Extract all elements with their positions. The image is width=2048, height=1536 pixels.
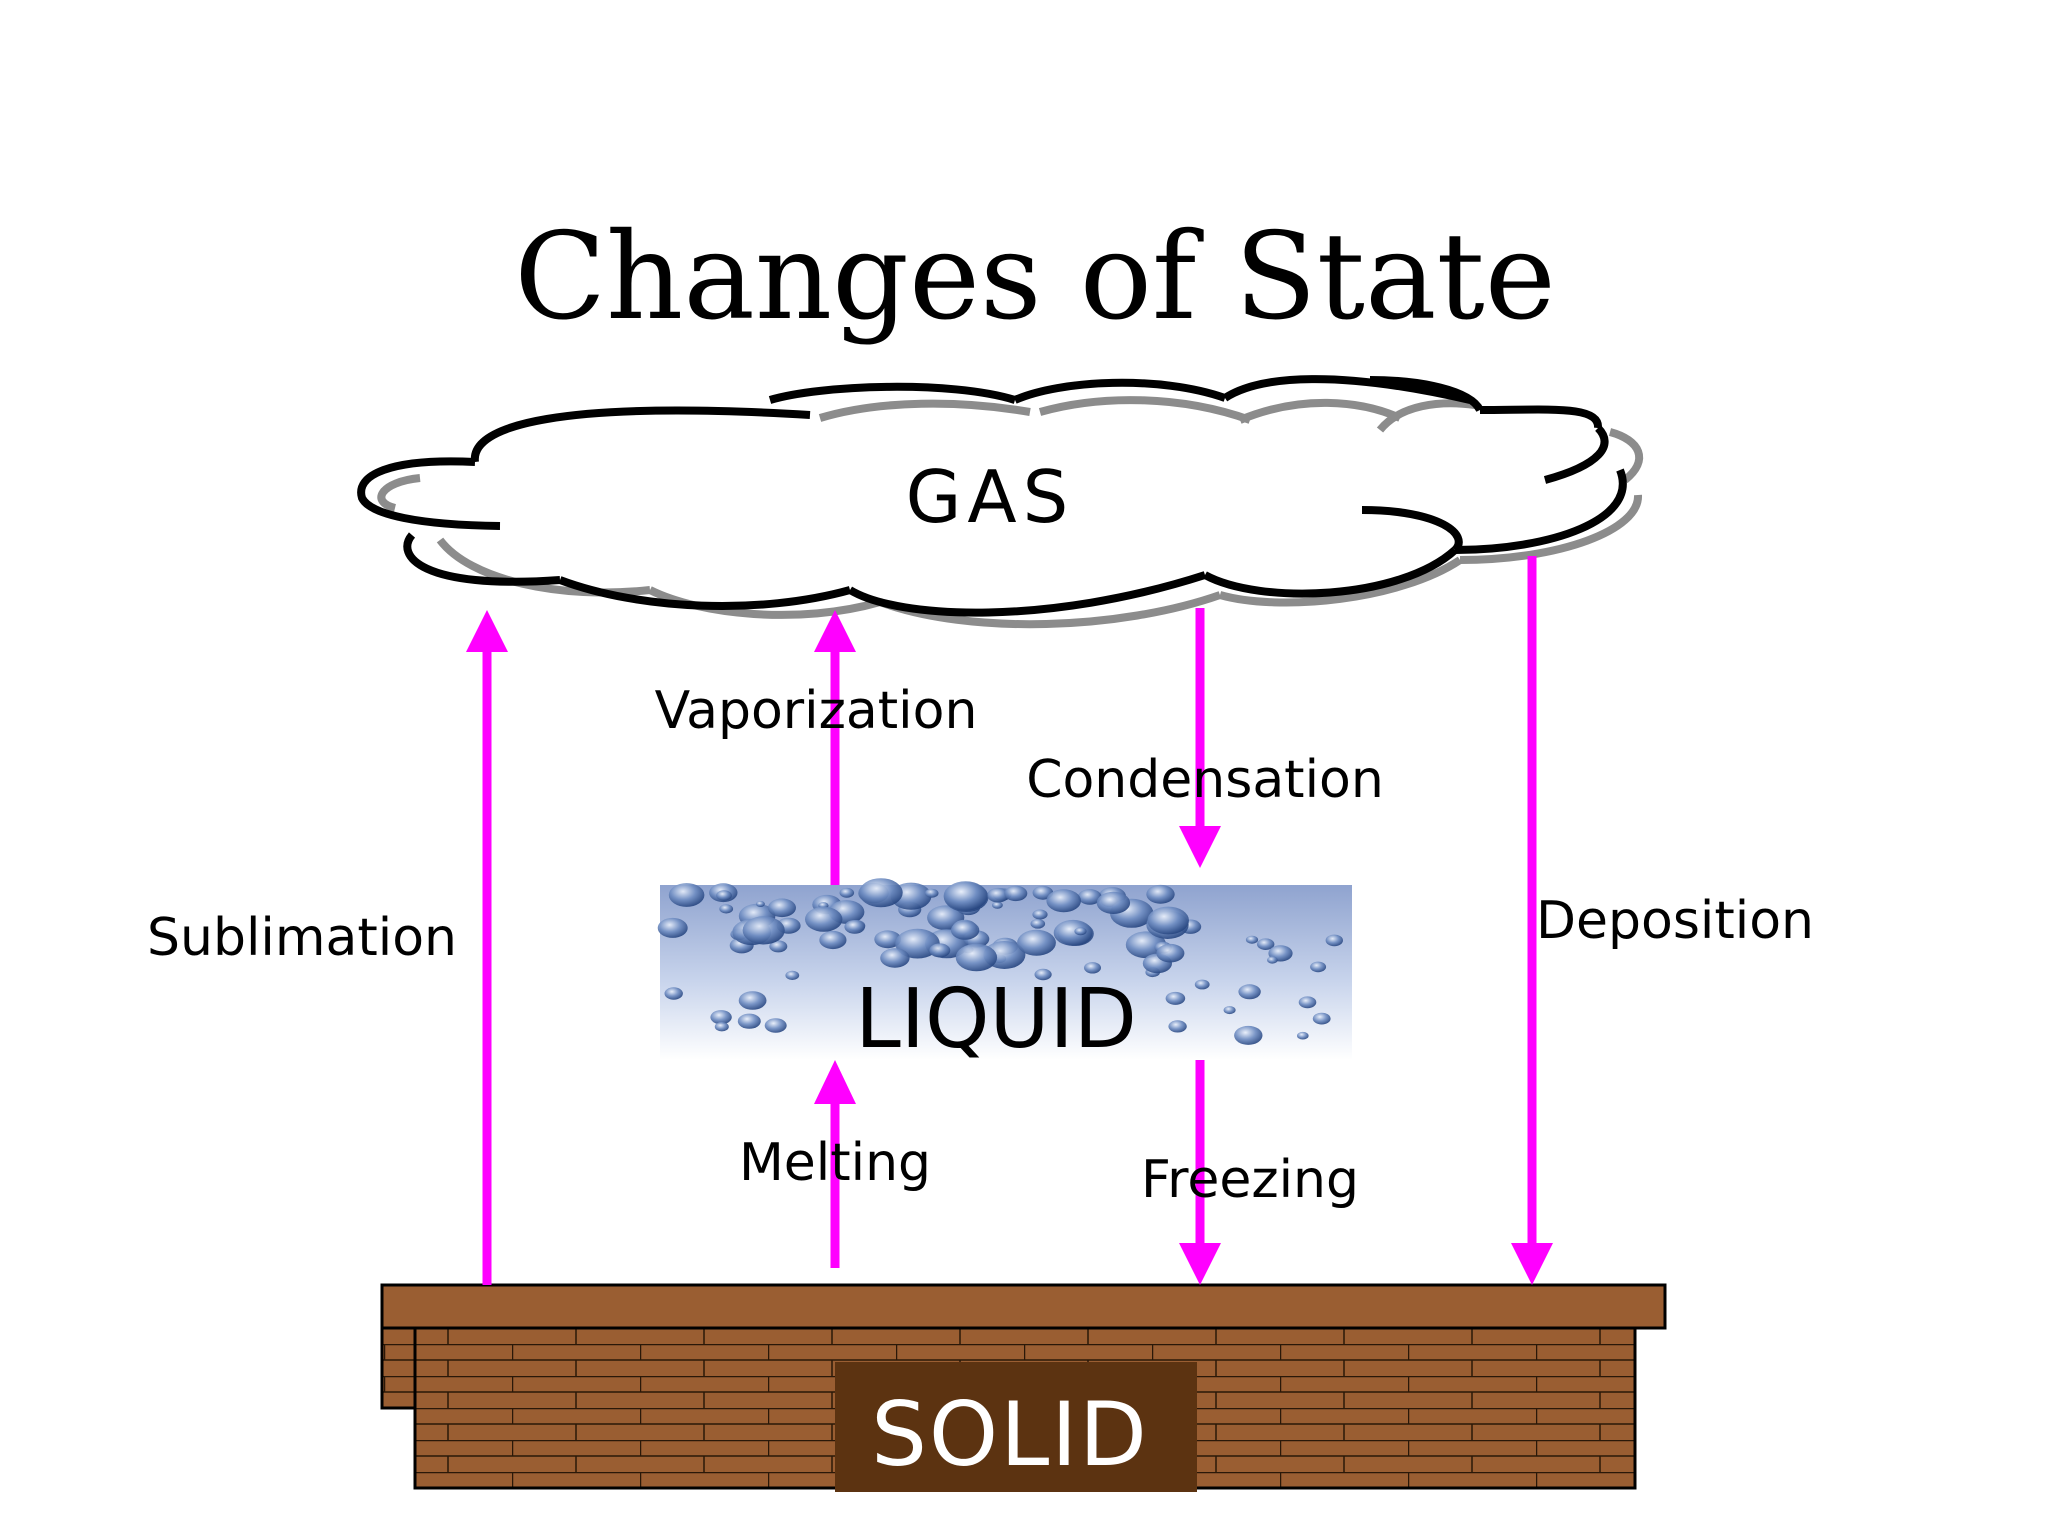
- water-drop: [819, 930, 847, 950]
- water-drop: [1030, 919, 1046, 929]
- water-drop: [859, 878, 903, 908]
- water-drop: [1053, 919, 1093, 946]
- deposition-arrow-head: [1511, 1243, 1553, 1285]
- water-drop: [738, 991, 767, 1010]
- water-drop: [769, 940, 788, 953]
- water-drop: [664, 987, 683, 1000]
- water-drop: [1146, 884, 1175, 904]
- solid-wall: SOLID: [380, 1283, 1667, 1492]
- water-drop: [1267, 956, 1278, 964]
- water-drop: [895, 928, 940, 959]
- water-drop: [1074, 927, 1087, 936]
- water-drop: [657, 917, 688, 938]
- freezing-label: Freezing: [1141, 1150, 1359, 1210]
- condensation-label: Condensation: [1026, 750, 1384, 810]
- water-drop: [1165, 991, 1186, 1005]
- water-drop: [1147, 906, 1189, 935]
- sublimation-label: Sublimation: [147, 908, 457, 968]
- water-drop: [737, 1013, 761, 1029]
- water-drop: [1125, 931, 1167, 959]
- water-drop: [785, 970, 800, 981]
- water-drop: [742, 916, 785, 945]
- water-drop: [950, 920, 980, 940]
- water-drop: [839, 887, 855, 898]
- melting-label: Melting: [739, 1133, 931, 1193]
- water-drop: [955, 943, 998, 972]
- water-drop: [880, 948, 910, 968]
- water-drop: [1238, 984, 1261, 1000]
- water-drop: [1312, 1012, 1331, 1025]
- water-drop: [929, 943, 951, 958]
- water-drop: [764, 1018, 787, 1033]
- water-drop: [1223, 1006, 1236, 1015]
- water-drop: [1156, 943, 1185, 963]
- water-drop: [768, 898, 796, 918]
- water-drop: [710, 1010, 732, 1025]
- sublimation-arrow-head: [466, 610, 508, 652]
- water-drop: [1194, 979, 1210, 990]
- gas-cloud: GAS: [357, 375, 1644, 629]
- liquid-box: LIQUID: [657, 878, 1352, 1067]
- water-drop: [1310, 961, 1327, 973]
- water-drop: [1297, 1031, 1309, 1040]
- water-drop: [1017, 929, 1056, 956]
- water-drop: [1298, 996, 1317, 1009]
- water-drop: [1168, 1020, 1187, 1033]
- vaporization-label: Vaporization: [655, 681, 978, 741]
- water-drop: [668, 883, 705, 907]
- water-drop: [714, 1021, 729, 1032]
- water-drop: [1046, 889, 1081, 913]
- water-drop: [1096, 891, 1131, 915]
- water-drop: [719, 904, 734, 914]
- vaporization-arrow-head: [814, 610, 856, 652]
- water-drop: [716, 890, 732, 901]
- water-drop: [987, 887, 1009, 903]
- water-drop: [874, 930, 902, 949]
- water-drop: [1084, 962, 1101, 974]
- water-drop: [755, 901, 765, 907]
- water-drops: [657, 878, 1344, 1045]
- water-drop: [1234, 1025, 1263, 1045]
- water-drop: [1257, 938, 1275, 950]
- freezing-arrow-head: [1179, 1243, 1221, 1285]
- water-drop: [805, 906, 843, 932]
- water-drop: [924, 888, 939, 898]
- water-drop: [844, 920, 865, 934]
- condensation-arrow-head: [1179, 826, 1221, 868]
- water-drop: [1004, 885, 1028, 902]
- water-drop: [1078, 889, 1102, 905]
- water-drop: [1245, 935, 1259, 944]
- water-drop: [943, 881, 988, 911]
- water-drop: [992, 901, 1003, 909]
- page-title: Changes of State: [514, 208, 1556, 347]
- water-drop: [1032, 909, 1048, 920]
- water-drop: [1034, 968, 1052, 981]
- melting-arrow-head: [814, 1060, 856, 1104]
- water-drop: [1325, 934, 1344, 947]
- liquid-label: LIQUID: [855, 972, 1137, 1067]
- solid-label: SOLID: [871, 1383, 1149, 1486]
- deposition-label: Deposition: [1536, 891, 1814, 951]
- gas-label: GAS: [906, 455, 1075, 539]
